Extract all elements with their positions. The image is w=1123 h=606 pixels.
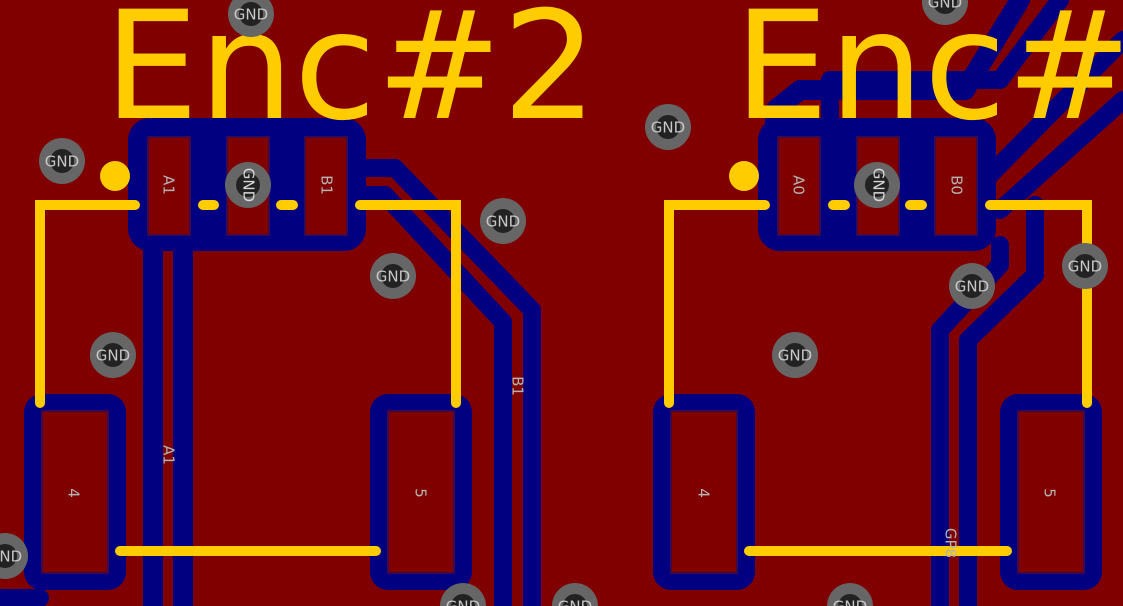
silk-outline-right — [355, 200, 461, 408]
via-drill — [236, 173, 260, 197]
via-label: GND — [778, 347, 812, 365]
gnd-via[interactable]: GND — [645, 104, 691, 150]
pad-a1[interactable] — [147, 136, 191, 236]
pad-mount-5[interactable] — [387, 410, 455, 574]
pad-a0[interactable] — [777, 136, 821, 236]
via-drill — [451, 594, 475, 606]
trace-label-gp8: GP8 — [942, 528, 960, 558]
via-drill — [491, 209, 515, 233]
pad-label-a: A1 — [160, 175, 178, 195]
via-drill — [50, 149, 74, 173]
via-drill — [0, 544, 17, 568]
gnd-via[interactable]: GND — [949, 263, 995, 309]
via-drill — [933, 0, 957, 14]
pad-label-gnd: GND — [240, 168, 258, 202]
via-label: GND — [558, 598, 592, 606]
via-drill — [1073, 254, 1097, 278]
trace-enc1-top-2[interactable] — [821, 0, 1069, 139]
gnd-via[interactable]: GND — [90, 332, 136, 378]
gnd-via[interactable] — [225, 162, 271, 208]
gnd-via[interactable] — [854, 162, 900, 208]
gnd-via[interactable]: GND — [480, 198, 526, 244]
via-label: GND — [1068, 258, 1102, 276]
via-label: GND — [376, 268, 410, 286]
via-drill — [865, 173, 889, 197]
via-drill — [838, 594, 862, 606]
via-drill — [960, 274, 984, 298]
trace-label-a1: A1 — [160, 445, 178, 465]
via-drill — [101, 343, 125, 367]
gnd-via[interactable]: GND — [228, 0, 274, 37]
silk-outline-right — [985, 200, 1092, 408]
pad-gnd-labels: GND GND — [240, 168, 888, 202]
via-label: GND — [446, 598, 480, 606]
via-label: GND — [651, 119, 685, 137]
via-label: GND — [833, 598, 867, 606]
gnd-via[interactable]: GND — [440, 583, 486, 606]
trace-gp8-2[interactable] — [959, 196, 1044, 606]
gnd-via[interactable]: GND — [922, 0, 968, 25]
via-label: GND — [96, 347, 130, 365]
via-label: GND — [928, 0, 962, 12]
pad-label-b: B0 — [948, 175, 966, 195]
trace-enc1-diag-1[interactable] — [981, 31, 1123, 184]
silk-outline-left — [664, 200, 770, 408]
pad-mount-5[interactable] — [1017, 410, 1085, 574]
gnd-via[interactable]: GND — [39, 138, 85, 184]
via-label: GND — [486, 213, 520, 231]
trace-b1-1[interactable] — [331, 159, 541, 606]
silk-outline-left — [35, 200, 140, 408]
via-label: GND — [955, 278, 989, 296]
pad-label-mount-left: 4 — [695, 488, 713, 498]
encoder-title: Enc#2 — [104, 0, 597, 154]
encoder-title: Enc#1 — [734, 0, 1123, 154]
pad-label-mount-right: 5 — [412, 488, 430, 498]
via-drill — [239, 2, 263, 26]
via-drill — [563, 594, 587, 606]
encoder-1: Enc#1 A0 B0 4 5 GP8 — [653, 0, 1123, 590]
via-drill — [656, 115, 680, 139]
gnd-via[interactable]: GND — [370, 253, 416, 299]
pad-label-mount-right: 5 — [1041, 488, 1059, 498]
pad-label-b: B1 — [318, 175, 336, 195]
via-label: GND — [0, 548, 22, 566]
pin1-marker — [729, 161, 759, 191]
trace-label-b1: B1 — [509, 376, 527, 396]
pad-label-gnd: GND — [870, 168, 888, 202]
trace-enc1-diag-2[interactable] — [991, 91, 1123, 219]
via-label: GND — [45, 153, 79, 171]
pad-mount-4[interactable] — [41, 410, 109, 574]
pad-label-mount-left: 4 — [65, 488, 83, 498]
via-drill — [783, 343, 807, 367]
pad-b0[interactable] — [934, 136, 978, 236]
pin1-marker — [100, 161, 130, 191]
gnd-via[interactable]: GND — [827, 583, 873, 606]
pad-label-a: A0 — [790, 175, 808, 195]
pad-b1[interactable] — [304, 136, 348, 236]
gnd-via[interactable]: GND — [1062, 243, 1108, 289]
pad-mount-4[interactable] — [670, 410, 738, 574]
gnd-via[interactable]: GND — [552, 583, 598, 606]
gnd-via[interactable]: GND — [772, 332, 818, 378]
gnd-via[interactable]: GND — [0, 533, 28, 579]
encoder-2: Enc#2 A1 B1 4 5 A1 B1 — [24, 0, 597, 590]
via-label: GND — [234, 6, 268, 24]
via-drill — [381, 264, 405, 288]
